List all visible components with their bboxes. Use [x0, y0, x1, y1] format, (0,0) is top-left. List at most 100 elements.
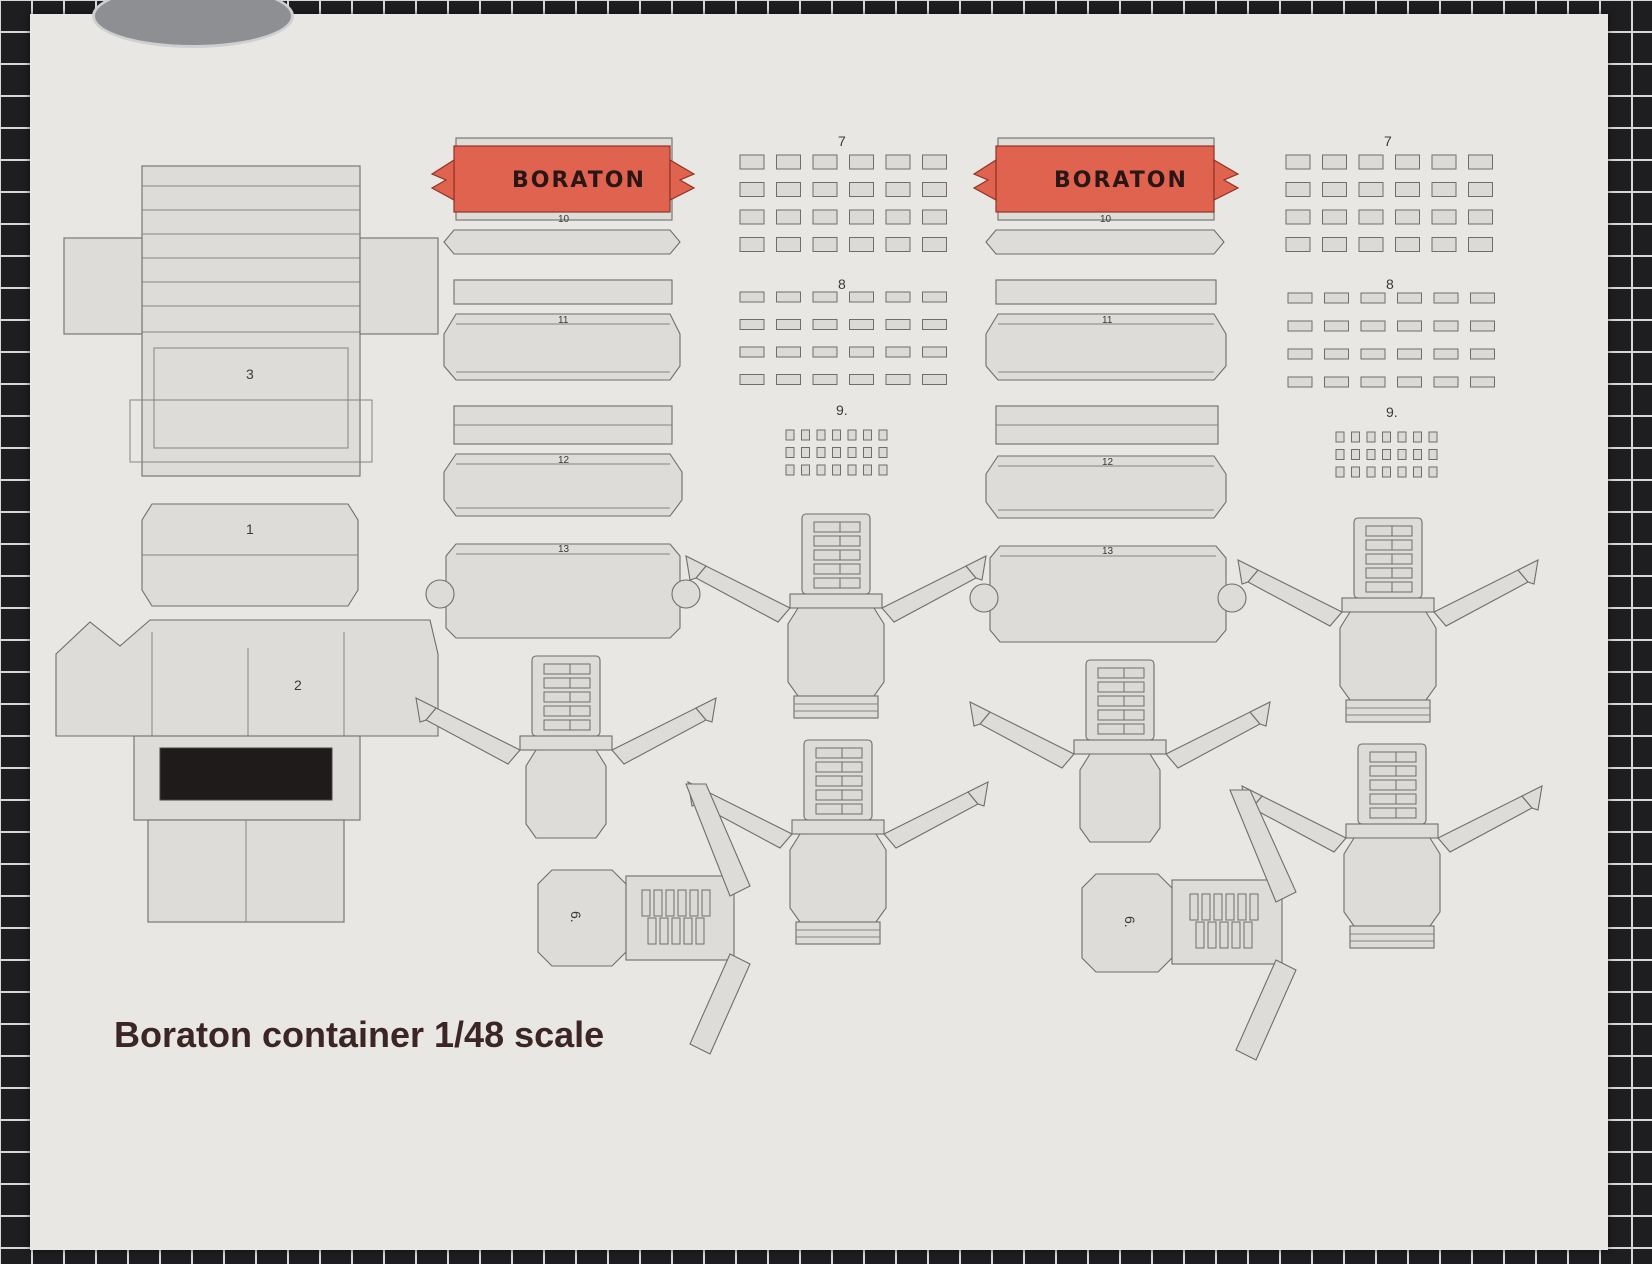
figure-head-slot: [813, 521, 841, 533]
grid-cell: [1395, 154, 1420, 170]
figure-arm-right: [1165, 711, 1261, 769]
part-10-label-a: 10: [558, 214, 570, 225]
grid-cell: [849, 374, 874, 385]
grid-cell: [847, 447, 857, 458]
part-3-label: 3: [246, 366, 254, 382]
part-6-tooth: [701, 889, 711, 917]
grid-cell: [1324, 292, 1349, 304]
part-6-tooth: [683, 917, 693, 945]
label-strip-13-a: 13: [425, 543, 701, 639]
grid-cell: [776, 291, 801, 303]
grid-cell: [1468, 209, 1493, 225]
figure-base: [793, 695, 879, 719]
grid-cell: [885, 291, 911, 303]
figure-body: [789, 833, 887, 923]
label-strip-10-b: BORATON 10: [972, 137, 1240, 255]
grid-cell: [849, 182, 874, 197]
grid-cell: [1397, 292, 1422, 304]
grid-cell: [847, 464, 857, 476]
grid-cell: [1360, 320, 1386, 332]
figure-head-slot: [815, 747, 843, 759]
grid-cell: [1351, 466, 1360, 478]
grid-cell: [801, 429, 810, 441]
figure-base: [1345, 699, 1431, 723]
grid-cell: [776, 154, 801, 170]
grid-cell: [812, 209, 838, 225]
grid-cell: [785, 429, 795, 441]
grid-cell: [1322, 209, 1347, 225]
figure-head-slot: [543, 705, 571, 717]
figure-arm-right: [1437, 795, 1533, 853]
grid-cell: [1431, 209, 1457, 225]
grid-cell: [885, 237, 911, 252]
figure-arm-left: [1247, 569, 1343, 627]
grid-cell: [878, 447, 888, 458]
part-6-tooth: [665, 889, 675, 917]
grid-cell: [812, 291, 838, 303]
part-10-label-b: 10: [1100, 214, 1112, 225]
part-12-label-a: 12: [558, 455, 570, 466]
grid-cell: [816, 429, 826, 441]
figure-head-slot: [1395, 779, 1417, 791]
grid-cell: [1287, 292, 1313, 304]
grid-cell: [1366, 466, 1376, 478]
figure-head-slot: [543, 677, 571, 689]
grid-cell: [812, 182, 838, 197]
figure-head-slot: [1395, 751, 1417, 763]
grid-cell: [878, 464, 888, 476]
figure-head-slot: [1395, 765, 1417, 777]
part-6-label-b: 6.: [1122, 916, 1138, 928]
grid-cell: [776, 237, 801, 252]
part-4-figure-b1: 4: [1237, 517, 1539, 723]
grid-cell: [739, 237, 765, 252]
figure-head-slot: [1123, 723, 1145, 735]
figure-head-slot: [1097, 723, 1125, 735]
grid-cell: [1433, 292, 1459, 304]
grid-cell: [1397, 431, 1407, 443]
grid-cell: [832, 429, 841, 441]
figure-head-slot: [1391, 553, 1413, 565]
figure-head-slot: [1391, 525, 1413, 537]
figure-head-slot: [543, 691, 571, 703]
grid-cell: [1395, 182, 1420, 197]
figure-hand-left: [415, 697, 437, 723]
figure-arm-right: [1433, 569, 1529, 627]
sheet-caption: Boraton container 1/48 scale: [114, 1014, 605, 1055]
part-4-figure-a1: 4: [685, 513, 987, 719]
grid-cell: [739, 182, 765, 197]
figure-head-slot: [815, 803, 843, 815]
logo-text-b: BORATON: [1054, 168, 1188, 193]
label-strip-12-a: 12: [443, 405, 683, 517]
figure-arm-left: [695, 565, 791, 623]
part-6-label-a: 6.: [568, 911, 584, 923]
grid-cell: [1322, 237, 1347, 252]
grid-cell: [1360, 376, 1386, 388]
part-5-figure-b: 5: [969, 659, 1271, 843]
figure-arm-right: [881, 565, 977, 623]
grid-cell: [1358, 237, 1384, 252]
grid-cell: [1397, 376, 1422, 388]
figure-head-slot: [569, 691, 591, 703]
figure-head-slot: [1097, 667, 1125, 679]
grid-cell: [1397, 449, 1407, 460]
part-3-box-net: 3: [63, 165, 439, 477]
part-7-label-b: 7: [1384, 133, 1392, 149]
figure-head-slot: [1391, 581, 1413, 593]
part-6-figure-a: 6.: [537, 783, 751, 1055]
figure-head-slot: [841, 747, 863, 759]
part-6-tooth: [1201, 893, 1211, 921]
grid-cell: [816, 447, 826, 458]
grid-cell: [1395, 237, 1420, 252]
figure-hand-left: [969, 701, 991, 727]
grid-cell: [1428, 431, 1438, 443]
part-6-tooth: [1249, 893, 1259, 921]
grid-cell: [849, 291, 874, 303]
grid-cell: [885, 374, 911, 385]
grid-cell: [1285, 209, 1311, 225]
part-13-label-b: 13: [1102, 546, 1114, 557]
grid-cell: [1366, 431, 1376, 443]
figure-head-slot: [1369, 751, 1397, 763]
grid-cell: [1358, 154, 1384, 170]
grid-cell: [739, 209, 765, 225]
part-6-figure-b: 6.: [1081, 789, 1297, 1061]
